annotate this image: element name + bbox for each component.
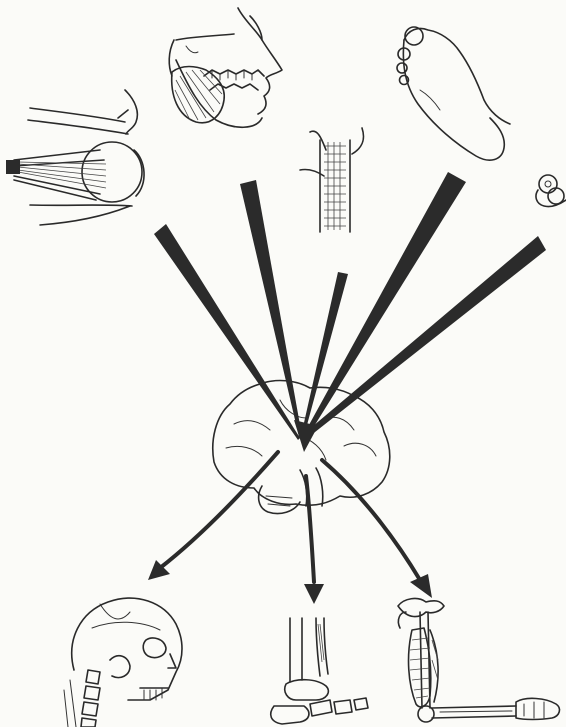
input-wedge-ear: [306, 236, 546, 436]
arm-muscle-icon: [398, 599, 559, 722]
muscle-spindle-icon: [300, 128, 364, 232]
output-arrow-arm-line: [322, 460, 420, 580]
tongue-jaw-icon: [169, 8, 282, 127]
output-arrow-arm-head: [410, 574, 432, 598]
output-arrow-skull-line: [160, 452, 278, 568]
skull-neck-icon: [64, 598, 182, 727]
foot-skeleton-icon: [271, 618, 368, 724]
inner-ear-icon: [536, 175, 566, 207]
eye-icon: [6, 90, 144, 225]
output-pathways: [148, 452, 432, 604]
output-arrow-foot-head: [304, 584, 324, 604]
foot-sole-icon: [397, 27, 510, 160]
output-arrow-foot-line: [306, 476, 314, 582]
